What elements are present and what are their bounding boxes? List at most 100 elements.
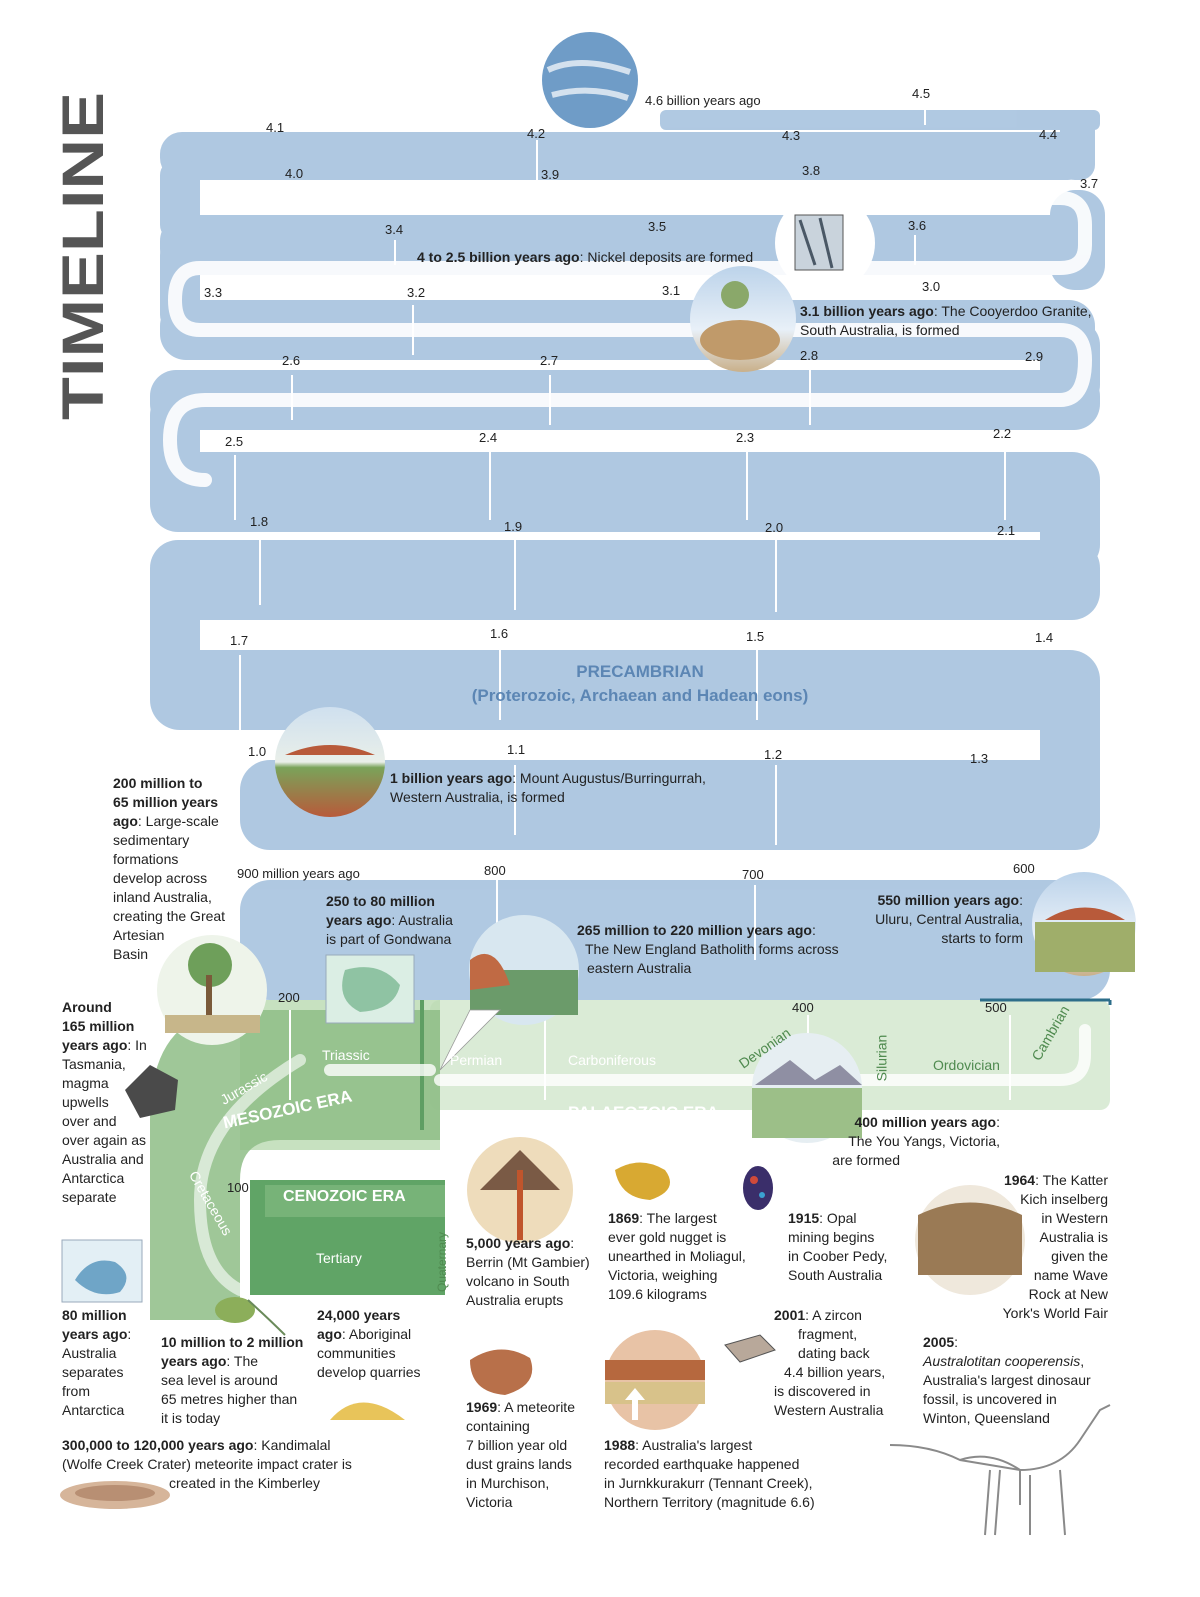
event-opal-l1: : Opal <box>819 1210 856 1226</box>
event-antarctica-l3: separates <box>62 1364 123 1380</box>
tick-400: 400 <box>792 1000 814 1015</box>
event-you-yangs-date: 400 million years ago <box>854 1114 996 1130</box>
event-you-yangs: 400 million years ago: The You Yangs, Vi… <box>810 1113 1000 1170</box>
quarry-illustration <box>330 1403 405 1421</box>
period-quaternary: Quaternary <box>435 1232 449 1292</box>
tick-3-2: 3.2 <box>407 285 425 300</box>
event-zircon-date: 2001 <box>774 1307 805 1323</box>
tick-4-3: 4.3 <box>782 128 800 143</box>
event-gold-nugget-l4: Victoria, weighing <box>608 1267 717 1283</box>
tick-4-5: 4.5 <box>912 86 930 101</box>
event-quarries-date1: 24,000 years <box>317 1307 400 1323</box>
tick-4-0: 4.0 <box>285 166 303 181</box>
event-tasmania-date3: years ago <box>62 1037 127 1053</box>
event-new-england-l1: : <box>812 922 816 938</box>
event-gondwana-l2: is part of Gondwana <box>326 931 451 947</box>
event-artesian-l1: : Large-scale <box>138 813 219 829</box>
tick-2-7: 2.7 <box>540 353 558 368</box>
event-nickel-date: 4 to 2.5 billion years ago <box>417 249 580 265</box>
event-dinosaur-l3: Australia's largest dinosaur <box>923 1372 1091 1388</box>
mount-augustus-illustration <box>275 707 385 817</box>
event-tasmania-l4: upwells <box>62 1094 109 1110</box>
precambrian-title: PRECAMBRIAN <box>440 660 840 684</box>
tick-1-7: 1.7 <box>230 633 248 648</box>
event-wave-rock-l1: : The Katter <box>1035 1172 1108 1188</box>
period-tertiary: Tertiary <box>316 1250 362 1266</box>
event-artesian-l6: creating the Great <box>113 908 225 924</box>
event-nickel-text: : Nickel deposits are formed <box>580 249 754 265</box>
event-meteorite-l5: in Murchison, <box>466 1475 549 1491</box>
event-augustus-text: : Mount Augustus/Burringurrah, <box>512 770 706 786</box>
event-crater-l1: : Kandimalal <box>253 1437 330 1453</box>
event-artesian-l7: Artesian <box>113 927 164 943</box>
event-nickel: 4 to 2.5 billion years ago: Nickel depos… <box>417 248 777 267</box>
event-zircon-l5: is discovered in <box>774 1383 871 1399</box>
tick-3-7: 3.7 <box>1080 176 1098 191</box>
event-opal-l3: in Coober Pedy, <box>788 1248 887 1264</box>
period-carboniferous: Carboniferous <box>568 1052 656 1068</box>
event-gambier: 5,000 years ago: Berrin (Mt Gambier) vol… <box>466 1234 606 1310</box>
event-sea-level-l2: sea level is around <box>161 1372 278 1388</box>
event-crater-l3: created in the Kimberley <box>62 1475 320 1491</box>
event-wave-rock-l8: York's World Fair <box>1003 1305 1108 1321</box>
event-cooyerdoo: 3.1 billion years ago: The Cooyerdoo Gra… <box>800 302 1100 340</box>
tick-2-2: 2.2 <box>993 426 1011 441</box>
gondwana-map <box>326 955 414 1023</box>
event-cooyerdoo-text: : The Cooyerdoo Granite, <box>934 303 1092 319</box>
event-wave-rock-l5: given the <box>1051 1248 1108 1264</box>
event-crater: 300,000 to 120,000 years ago: Kandimalal… <box>62 1436 402 1493</box>
event-quarries-l1: : Aboriginal <box>342 1326 411 1342</box>
event-tasmania-l5: over and <box>62 1113 116 1129</box>
event-uluru-l2: Uluru, Central Australia, <box>875 911 1023 927</box>
event-meteorite-l1: : A meteorite <box>497 1399 575 1415</box>
event-uluru: 550 million years ago: Uluru, Central Au… <box>840 891 1023 948</box>
event-meteorite-l6: Victoria <box>466 1494 512 1510</box>
period-silurian: Silurian <box>873 1035 889 1082</box>
event-dinosaur: 2005: Australotitan cooperensis, Austral… <box>923 1333 1123 1428</box>
period-ordovician: Ordovician <box>933 1057 1000 1073</box>
tick-700: 700 <box>742 867 764 882</box>
event-gambier-l1: : <box>570 1235 574 1251</box>
event-meteorite: 1969: A meteorite containing 7 billion y… <box>466 1398 596 1512</box>
event-gondwana-date1: 250 to 80 million <box>326 893 435 909</box>
event-zircon: 2001: A zircon fragment, dating back 4.4… <box>760 1306 892 1420</box>
event-zircon-l2: fragment, <box>774 1326 857 1342</box>
nickel-illustration <box>775 193 875 293</box>
tick-2-0: 2.0 <box>765 520 783 535</box>
event-artesian-l5: inland Australia, <box>113 889 212 905</box>
event-antarctica-l1: : <box>127 1326 131 1342</box>
earth-illustration <box>542 32 638 128</box>
event-sea-level-l1: : The <box>226 1353 258 1369</box>
event-artesian-date2: 65 million years <box>113 794 218 810</box>
event-meteorite-l4: dust grains lands <box>466 1456 572 1472</box>
event-you-yangs-l1: : <box>996 1114 1000 1130</box>
event-wave-rock-l4: Australia is <box>1040 1229 1108 1245</box>
event-tasmania-l3: magma <box>62 1075 109 1091</box>
event-new-england-date: 265 million to 220 million years ago <box>577 922 812 938</box>
period-permian: Permian <box>450 1052 502 1068</box>
event-artesian-l3: formations <box>113 851 178 867</box>
event-artesian-l8: Basin <box>113 946 148 962</box>
event-zircon-l3: dating back <box>774 1345 870 1361</box>
event-cooyerdoo-text2: South Australia, is formed <box>800 322 960 338</box>
cooyerdoo-illustration <box>690 266 796 372</box>
tick-1-9: 1.9 <box>504 519 522 534</box>
page-title: TIMELINE <box>55 90 115 420</box>
tick-2-1: 2.1 <box>997 523 1015 538</box>
antarctica-map <box>62 1240 142 1302</box>
period-triassic: Triassic <box>322 1047 370 1063</box>
event-crater-l2: (Wolfe Creek Crater) meteorite impact cr… <box>62 1456 352 1472</box>
tick-900: 900 million years ago <box>237 866 360 881</box>
tick-2-8: 2.8 <box>800 348 818 363</box>
event-meteorite-l3: 7 billion year old <box>466 1437 567 1453</box>
event-tasmania-date2: 165 million <box>62 1018 134 1034</box>
event-wave-rock: 1964: The Katter Kich inselberg in Weste… <box>970 1171 1108 1323</box>
event-earthquake: 1988: Australia's largest recorded earth… <box>604 1436 854 1512</box>
event-earthquake-l4: Northern Territory (magnitude 6.6) <box>604 1494 815 1510</box>
tick-100: 100 <box>227 1180 249 1195</box>
event-artesian: 200 million to 65 million years ago: Lar… <box>113 774 253 964</box>
event-earthquake-l2: recorded earthquake happened <box>604 1456 799 1472</box>
tick-2-5: 2.5 <box>225 434 243 449</box>
tick-600: 600 <box>1013 861 1035 876</box>
precambrian-subtitle: (Proterozoic, Archaean and Hadean eons) <box>440 684 840 708</box>
